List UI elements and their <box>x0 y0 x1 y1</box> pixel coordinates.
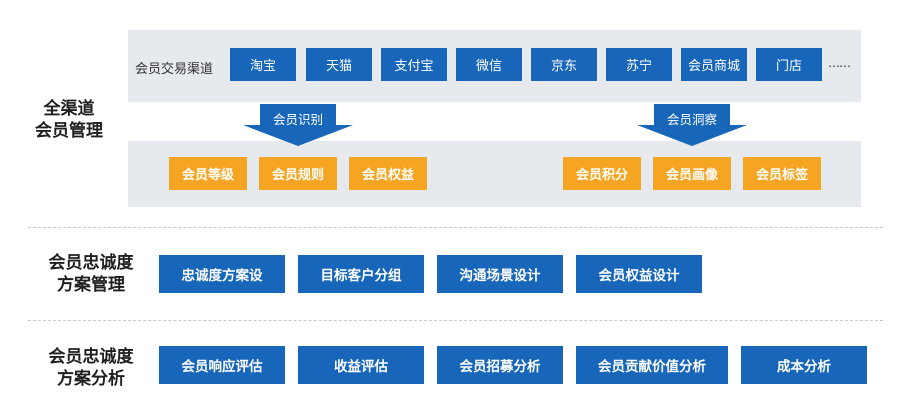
divider-1 <box>28 227 883 228</box>
section-label-line2: 方案管理 <box>36 274 146 296</box>
channel-row-label: 会员交易渠道 <box>135 58 213 77</box>
feature-box-member-benefits: 会员权益 <box>349 157 427 190</box>
channel-box-member-mall: 会员商城 <box>681 48 747 81</box>
analysis-box-revenue-eval: 收益评估 <box>298 346 424 384</box>
section-label-line1: 会员忠诚度 <box>36 252 146 274</box>
analysis-box-cost: 成本分析 <box>741 346 867 384</box>
channel-box-alipay: 支付宝 <box>381 48 447 81</box>
channel-box-wechat: 微信 <box>456 48 522 81</box>
plan-box-communication-scene: 沟通场景设计 <box>437 255 563 293</box>
channel-box-jd: 京东 <box>531 48 597 81</box>
analysis-box-recruitment: 会员招募分析 <box>437 346 563 384</box>
section-label-line2: 方案分析 <box>36 368 146 390</box>
channel-box-suning: 苏宁 <box>606 48 672 81</box>
feature-box-member-rules: 会员规则 <box>259 157 337 190</box>
feature-box-member-level: 会员等级 <box>169 157 247 190</box>
channel-box-taobao: 淘宝 <box>230 48 296 81</box>
feature-box-member-points: 会员积分 <box>563 157 641 190</box>
channel-box-tmall: 天猫 <box>306 48 372 81</box>
plan-box-target-grouping: 目标客户分组 <box>298 255 424 293</box>
feature-box-member-portrait: 会员画像 <box>653 157 731 190</box>
section-label-line1: 全渠道 <box>14 98 124 120</box>
analysis-box-response-eval: 会员响应评估 <box>159 346 285 384</box>
section-label-line1: 会员忠诚度 <box>36 346 146 368</box>
channel-box-store: 门店 <box>756 48 822 81</box>
arrow-label-identification: 会员识别 <box>243 109 353 127</box>
section-label-line2: 会员管理 <box>14 120 124 142</box>
section-label-loyalty-analysis: 会员忠诚度 方案分析 <box>36 346 146 390</box>
feature-box-member-tags: 会员标签 <box>743 157 821 190</box>
channel-ellipsis: …… <box>828 56 850 70</box>
section-label-omnichannel: 全渠道 会员管理 <box>14 98 124 142</box>
divider-2 <box>28 320 883 321</box>
plan-box-benefit-design: 会员权益设计 <box>576 255 702 293</box>
analysis-box-contribution-value: 会员贡献价值分析 <box>576 346 728 384</box>
plan-box-loyalty-design: 忠诚度方案设 <box>159 255 285 293</box>
arrow-label-insight: 会员洞察 <box>637 109 747 127</box>
section-label-loyalty-management: 会员忠诚度 方案管理 <box>36 252 146 296</box>
